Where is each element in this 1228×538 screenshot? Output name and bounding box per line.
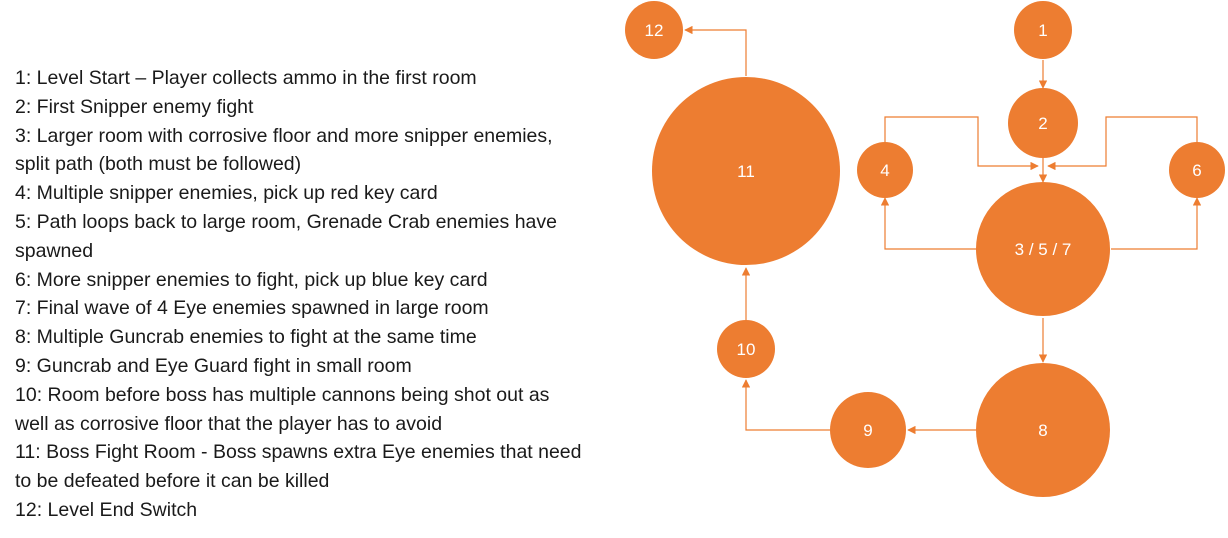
legend-line: 8: Multiple Guncrab enemies to fight at … xyxy=(15,326,477,349)
node-label: 8 xyxy=(1038,421,1047,440)
edge-9-10 xyxy=(741,379,830,431)
node-label: 10 xyxy=(737,340,756,359)
node-label: 6 xyxy=(1192,161,1201,180)
node-label: 11 xyxy=(737,162,755,181)
edge-3-4 xyxy=(880,197,976,250)
node-circle xyxy=(830,392,906,468)
node-label: 4 xyxy=(880,161,889,180)
node-1: 1 xyxy=(1014,1,1072,59)
node-9: 9 xyxy=(830,392,906,468)
node-10: 10 xyxy=(717,320,775,378)
node-circle xyxy=(652,77,840,265)
node-circle xyxy=(976,363,1110,497)
node-2: 2 xyxy=(1008,88,1078,158)
node-label: 2 xyxy=(1038,114,1047,133)
node-12: 12 xyxy=(625,1,683,59)
edge-4-3 xyxy=(884,116,1039,171)
legend-line: spawned xyxy=(15,239,94,262)
edge-6-3 xyxy=(1047,116,1198,171)
legend-line: to be defeated before it can be killed xyxy=(15,470,330,493)
node-circle xyxy=(1169,142,1225,198)
legend-list: 1: Level Start – Player collects ammo in… xyxy=(15,64,645,525)
node-8: 8 xyxy=(976,363,1110,497)
legend-line: 2: First Snipper enemy fight xyxy=(15,95,254,118)
node-circle xyxy=(1008,88,1078,158)
node-label: 9 xyxy=(863,421,872,440)
legend-line: split path (both must be followed) xyxy=(15,153,302,176)
node-circle xyxy=(976,182,1110,316)
node-circle xyxy=(717,320,775,378)
legend-line: well as corrosive floor that the player … xyxy=(15,412,443,435)
edge-3-6 xyxy=(1111,197,1202,250)
node-11: 11 xyxy=(652,77,840,265)
node-label: 12 xyxy=(645,21,664,40)
node-3-5-7: 3 / 5 / 7 xyxy=(976,182,1110,316)
edge-11-12 xyxy=(684,25,747,76)
legend-line: 9: Guncrab and Eye Guard fight in small … xyxy=(15,354,412,377)
legend-line: 3: Larger room with corrosive floor and … xyxy=(15,124,553,147)
legend-line: 12: Level End Switch xyxy=(15,498,198,521)
edges xyxy=(684,25,1202,435)
node-4: 4 xyxy=(857,142,913,198)
node-circle xyxy=(625,1,683,59)
legend-line: 5: Path loops back to large room, Grenad… xyxy=(15,210,557,233)
legend-line: 11: Boss Fight Room - Boss spawns extra … xyxy=(15,441,582,464)
nodes: 1 2 3 / 5 / 7 4 6 8 9 10 xyxy=(625,1,1225,497)
node-circle xyxy=(857,142,913,198)
legend-line: 6: More snipper enemies to fight, pick u… xyxy=(15,268,488,291)
legend-line: 1: Level Start – Player collects ammo in… xyxy=(15,67,477,89)
legend-line: 10: Room before boss has multiple cannon… xyxy=(15,383,550,406)
legend-line: 4: Multiple snipper enemies, pick up red… xyxy=(15,182,438,205)
node-circle xyxy=(1014,1,1072,59)
node-label: 3 / 5 / 7 xyxy=(1015,240,1072,259)
legend-line: 7: Final wave of 4 Eye enemies spawned i… xyxy=(15,297,489,320)
node-label: 1 xyxy=(1038,21,1047,40)
node-6: 6 xyxy=(1169,142,1225,198)
